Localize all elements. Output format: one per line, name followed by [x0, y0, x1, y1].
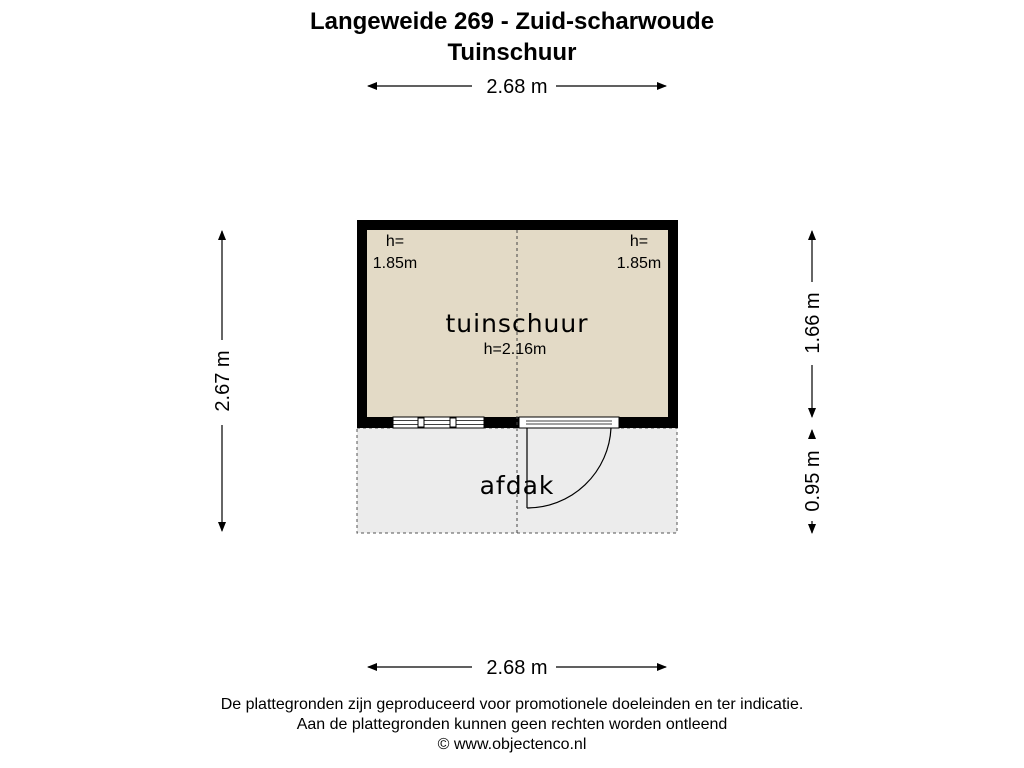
dimension-bottom: 2.68 m: [367, 657, 667, 679]
footer-disclaimer: De plattegronden zijn geproduceerd voor …: [220, 696, 804, 713]
dimension-left: 2.67 m: [212, 230, 234, 532]
room-height: h=2.16m: [484, 341, 547, 358]
dimension-top-label: 2.68 m: [486, 76, 547, 98]
dimension-right-lower: 0.95 m: [802, 429, 824, 534]
right-height-value: 1.85m: [617, 255, 661, 272]
dimension-bottom-label: 2.68 m: [486, 657, 547, 679]
room-name: tuinschuur: [445, 309, 588, 338]
footer-rights: Aan de plattegronden kunnen geen rechten…: [296, 716, 728, 733]
canopy-name: afdak: [480, 471, 555, 500]
page-subtitle: Tuinschuur: [447, 39, 577, 66]
left-height-label: h=: [386, 233, 404, 250]
dimension-left-label: 2.67 m: [212, 350, 234, 411]
walls: [357, 220, 678, 428]
window: [392, 416, 485, 429]
page-title: Langeweide 269 - Zuid-scharwoude: [309, 8, 715, 35]
dimension-right-lower-label: 0.95 m: [802, 450, 824, 511]
door: [518, 416, 620, 509]
footer-copyright: © www.objectenco.nl: [437, 736, 587, 753]
dimension-top: 2.68 m: [367, 76, 667, 98]
canopy-area: [356, 427, 678, 534]
right-height-label: h=: [630, 233, 648, 250]
left-height-value: 1.85m: [373, 255, 417, 272]
dimension-right-upper: 1.66 m: [802, 230, 824, 418]
dimension-right-upper-label: 1.66 m: [802, 292, 824, 353]
